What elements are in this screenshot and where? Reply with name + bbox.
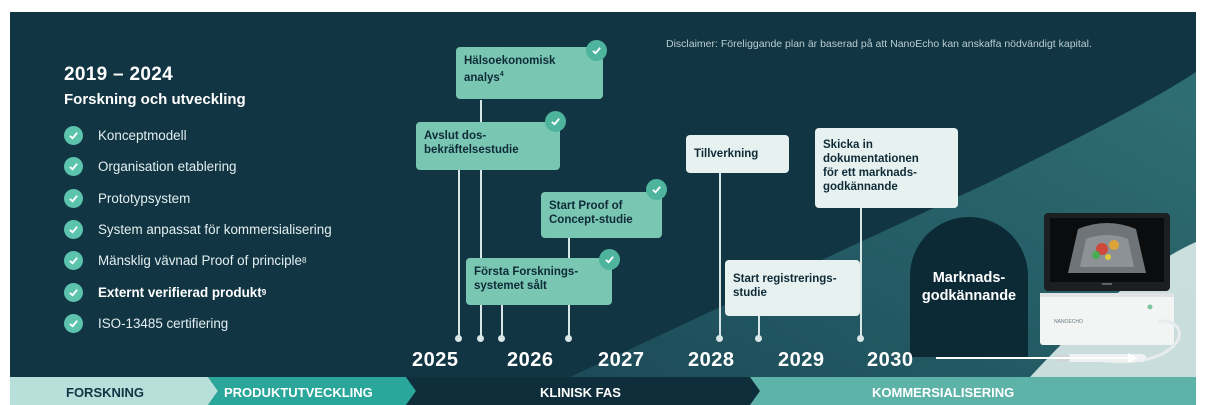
market-approval-line: Marknads-: [932, 270, 1006, 286]
check-circle-icon: [64, 251, 83, 271]
milestone-halsoekonomisk: Hälsoekonomisk analys4: [456, 47, 603, 99]
milestone-text: systemet sålt: [474, 280, 547, 292]
checklist-item: Organisation etablering: [64, 151, 332, 182]
market-approval-text: Marknads-godkännande: [922, 269, 1016, 305]
checklist-label: Externt verifierad produkt: [98, 284, 262, 300]
check-circle-icon: [64, 282, 83, 302]
timeline-dot: [455, 335, 462, 342]
milestone-dos: Avslut dos- bekräftelsestudie: [416, 122, 560, 170]
milestone-text: Avslut dos-: [424, 130, 487, 142]
checklist-label: System anpassat för kommersialisering: [98, 222, 332, 238]
year-label: 2028: [688, 349, 735, 371]
footnote-ref: 8: [301, 256, 307, 266]
connector-line: [458, 167, 460, 337]
period-title: 2019 – 2024: [64, 64, 173, 85]
checklist-item: ISO-13485 certifiering: [64, 308, 332, 339]
timeline-dot: [857, 335, 864, 342]
phase-kommersialisering: KOMMERSIALISERING: [872, 385, 1015, 400]
connector-line: [501, 300, 503, 337]
year-label: 2027: [598, 349, 645, 371]
ultrasound-device-image: NANOECHO: [1040, 213, 1181, 364]
milestone-text: Start registrerings-: [733, 273, 837, 285]
checklist-label: Mänsklig vävnad Proof of principle: [98, 253, 302, 269]
phase-klinisk-fas: KLINISK FAS: [540, 385, 621, 400]
footnote-ref: 9: [261, 287, 267, 297]
phase-forskning: FORSKNING: [66, 385, 144, 400]
checklist-label: ISO-13485 certifiering: [98, 315, 229, 331]
checklist-item: Prototypsystem: [64, 183, 332, 214]
check-circle-icon: [586, 40, 607, 61]
milestone-text: för ett marknads-: [823, 167, 917, 179]
roadmap-canvas: Disclaimer: Föreliggande plan är baserad…: [10, 12, 1196, 405]
milestone-text: analys4: [464, 68, 595, 85]
checklist-label: Prototypsystem: [98, 190, 191, 206]
device-brand-label: NANOECHO: [1054, 319, 1083, 325]
check-circle-icon: [545, 111, 566, 132]
year-label: 2030: [867, 349, 914, 371]
connector-line: [860, 207, 862, 337]
milestone-text: Tillverkning: [694, 148, 759, 160]
check-circle-icon: [646, 179, 667, 200]
check-circle-icon: [64, 126, 83, 146]
milestone-skicka: Skicka in dokumentationen för ett markna…: [815, 128, 958, 208]
milestone-proof: Start Proof of Concept-studie: [541, 192, 662, 238]
milestone-text: Skicka in: [823, 139, 873, 151]
phase-bar: FORSKNING PRODUKTUTVECKLING KLINISK FAS …: [10, 377, 1196, 405]
disclaimer-text: Disclaimer: Föreliggande plan är baserad…: [666, 38, 1092, 50]
check-circle-icon: [599, 249, 620, 270]
footnote-ref: 4: [499, 71, 504, 78]
milestone-text: bekräftelsestudie: [424, 144, 519, 156]
milestone-text: Första Forsknings-: [474, 266, 579, 278]
milestone-text: Hälsoekonomisk: [464, 55, 556, 67]
milestone-text: godkännande: [823, 181, 898, 193]
timeline-dot: [716, 335, 723, 342]
check-circle-icon: [64, 157, 83, 177]
market-approval-line: godkännande: [921, 288, 1017, 304]
phase-produktutveckling: PRODUKTUTVECKLING: [224, 385, 373, 400]
year-label: 2025: [412, 349, 459, 371]
milestone-registrering: Start registrerings- studie: [725, 260, 860, 316]
milestone-text: dokumentationen: [823, 153, 919, 165]
milestone-tillverkning: Tillverkning: [686, 135, 789, 173]
checklist-label: Organisation etablering: [98, 159, 237, 175]
timeline-dot: [755, 335, 762, 342]
check-circle-icon: [64, 188, 83, 208]
timeline-dot: [477, 335, 484, 342]
checklist-label: Konceptmodell: [98, 128, 187, 144]
milestone-forsta: Första Forsknings- systemet sålt: [466, 258, 612, 305]
timeline-dot: [565, 335, 572, 342]
milestone-text-part: analys: [464, 71, 500, 84]
research-checklist: Konceptmodell Organisation etablering Pr…: [64, 120, 332, 339]
arrow-right-icon: [936, 353, 1138, 363]
market-approval-badge: Marknads-godkännande: [910, 217, 1028, 357]
timeline-dot: [498, 335, 505, 342]
year-label: 2026: [507, 349, 554, 371]
connector-line: [758, 316, 760, 337]
checklist-item: System anpassat för kommersialisering: [64, 214, 332, 245]
phase-bar-shapes: [10, 377, 1196, 405]
check-circle-icon: [64, 220, 83, 240]
check-circle-icon: [64, 313, 83, 333]
checklist-item: Konceptmodell: [64, 120, 332, 151]
connector-line: [719, 172, 721, 337]
section-title: Forskning och utveckling: [64, 91, 246, 108]
milestone-text: studie: [733, 287, 767, 299]
connector-line: [480, 100, 482, 337]
year-label: 2029: [778, 349, 825, 371]
milestone-text: Start Proof of: [549, 200, 623, 212]
milestone-text: Concept-studie: [549, 214, 633, 226]
